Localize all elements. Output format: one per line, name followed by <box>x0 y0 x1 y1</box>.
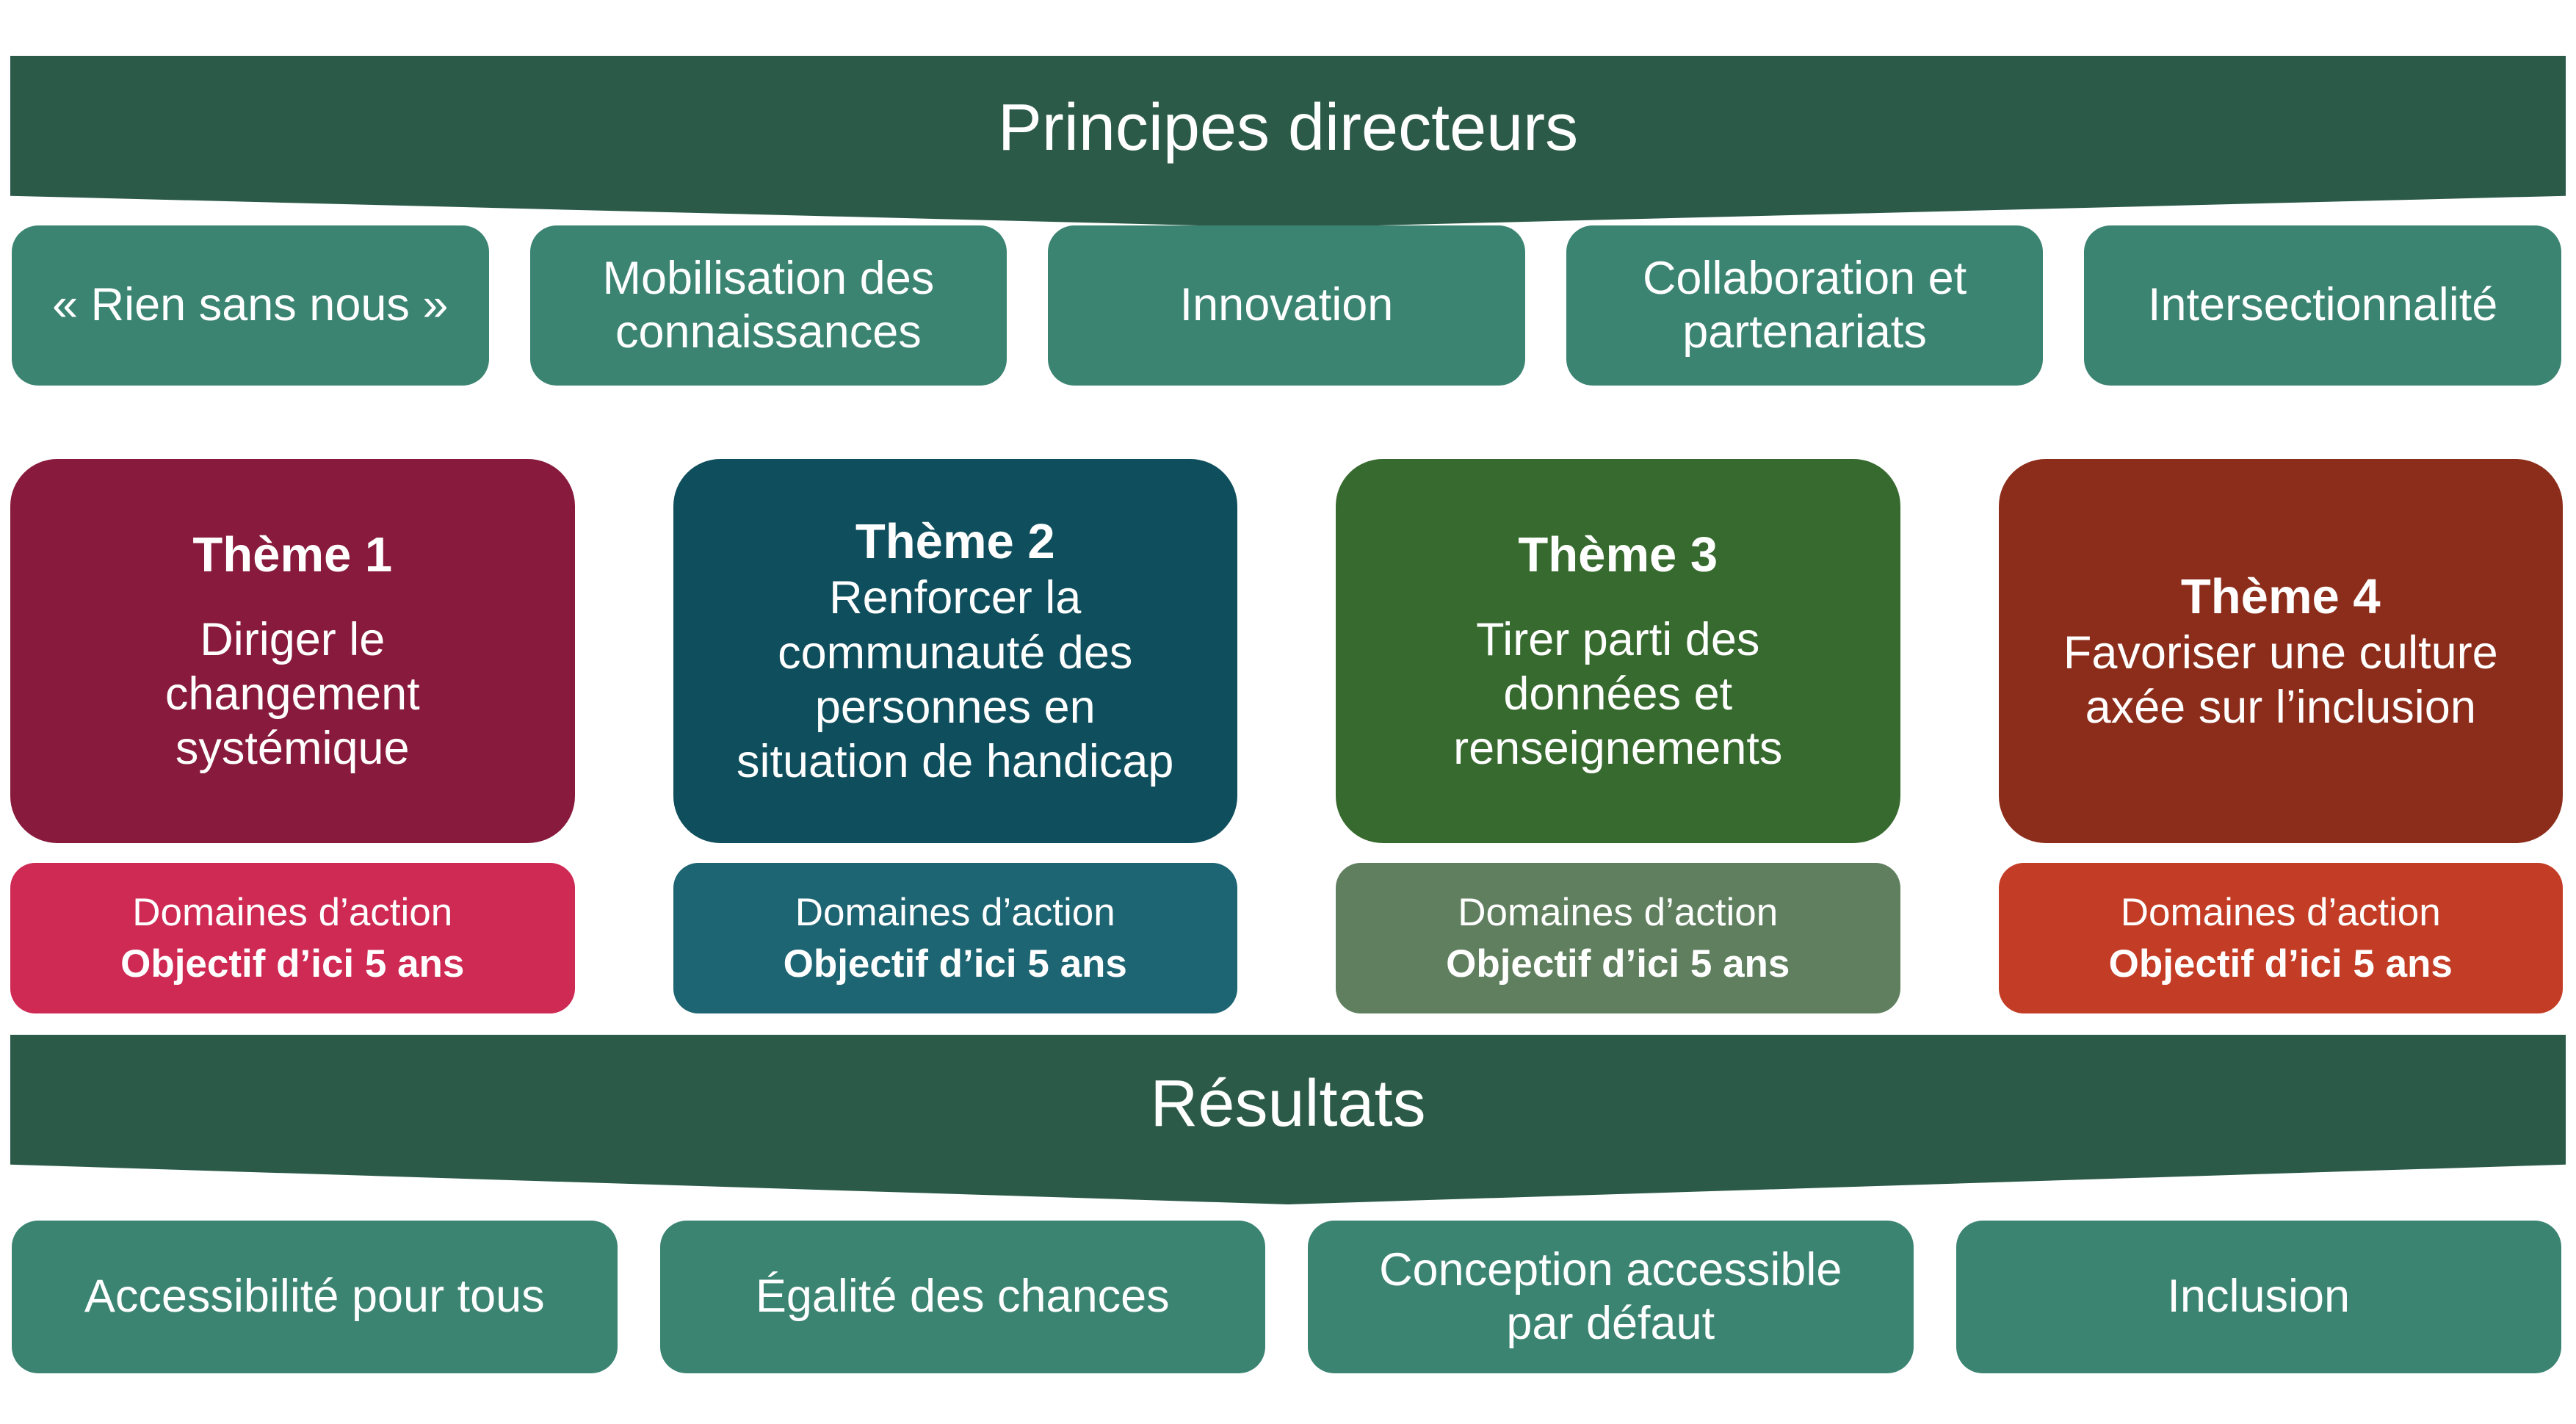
theme-3-title: Thème 3 <box>1518 527 1718 583</box>
principle-box-intersectionnalite: Intersectionnalité <box>2084 225 2561 386</box>
result-box-accessibilite: Accessibilité pour tous <box>12 1221 618 1373</box>
principles-banner-title: Principes directeurs <box>997 91 1579 165</box>
principle-label: Innovation <box>1179 279 1394 331</box>
result-label: Égalité des chances <box>755 1271 1170 1323</box>
results-banner-title: Résultats <box>1150 1066 1426 1141</box>
result-box-inclusion: Inclusion <box>1955 1221 2561 1373</box>
result-label: Accessibilité pour tous <box>84 1271 545 1323</box>
action-areas-label: Domaines d’action <box>1458 890 1779 934</box>
principle-label: « Rien sans nous » <box>52 279 449 331</box>
action-areas-label: Domaines d’action <box>2120 890 2441 934</box>
result-box-egalite: Égalité des chances <box>659 1221 1265 1373</box>
objective-label: Objectif d’ici 5 ans <box>120 941 465 986</box>
action-areas-row: Domaines d’action Objectif d’ici 5 ans D… <box>10 863 2563 1013</box>
action-areas-label: Domaines d’action <box>132 890 453 934</box>
theme-3-action-box: Domaines d’action Objectif d’ici 5 ans <box>1336 863 1900 1013</box>
result-label: Inclusion <box>2167 1271 2351 1323</box>
objective-label: Objectif d’ici 5 ans <box>1446 941 1790 986</box>
principle-box-rien-sans-nous: « Rien sans nous » <box>12 225 489 386</box>
theme-4-title: Thème 4 <box>2180 568 2381 624</box>
action-areas-label: Domaines d’action <box>795 890 1115 934</box>
objective-label: Objectif d’ici 5 ans <box>2108 941 2453 986</box>
results-row: Accessibilité pour tous Égalité des chan… <box>12 1221 2561 1373</box>
theme-1-action-box: Domaines d’action Objectif d’ici 5 ans <box>10 863 575 1013</box>
principle-label: Intersectionnalité <box>2148 279 2498 331</box>
theme-2-title: Thème 2 <box>855 514 1055 570</box>
theme-4-action-box: Domaines d’action Objectif d’ici 5 ans <box>1998 863 2563 1013</box>
theme-2-action-box: Domaines d’action Objectif d’ici 5 ans <box>673 863 1237 1013</box>
results-banner: Résultats <box>10 1035 2566 1204</box>
theme-1-title: Thème 1 <box>192 527 393 583</box>
principles-banner: Principes directeurs <box>10 56 2566 228</box>
principle-box-innovation: Innovation <box>1048 225 1525 386</box>
objective-label: Objectif d’ici 5 ans <box>783 941 1127 986</box>
